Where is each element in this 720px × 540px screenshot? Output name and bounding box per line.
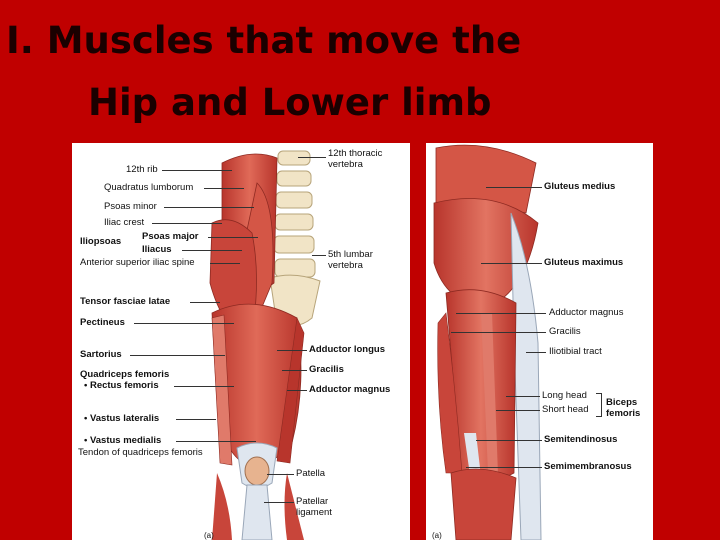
leader-line	[486, 187, 542, 188]
label-psoas-minor: Psoas minor	[104, 201, 157, 212]
leader-line	[287, 390, 307, 391]
leader-line	[298, 157, 326, 158]
leader-line	[451, 332, 546, 333]
leader-line	[134, 323, 234, 324]
label-gracilis: Gracilis	[549, 326, 581, 337]
label-adductor-magnus: Adductor magnus	[309, 384, 391, 395]
leader-line	[176, 419, 216, 420]
leader-line	[264, 502, 294, 503]
anterior-muscle-illustration	[209, 150, 321, 540]
label-5th-lumbar-vertebra-line-2: vertebra	[328, 260, 363, 271]
label-asis: Anterior superior iliac spine	[80, 257, 195, 268]
leader-line	[190, 302, 220, 303]
label-pectineus: Pectineus	[80, 317, 125, 328]
label-patella: Patella	[296, 468, 326, 479]
label-iliotibial-tract: Iliotibial tract	[549, 346, 602, 357]
label-psoas-major: Psoas major	[142, 231, 199, 242]
biceps-femoris-bracket	[596, 393, 602, 417]
leader-line	[208, 237, 258, 238]
slide-title: I. Muscles that move the Hip and Lower l…	[6, 18, 566, 126]
label-quadriceps-tendon: Tendon of quadriceps femoris	[78, 447, 203, 458]
slide-title-line-1: I. Muscles that move the	[6, 19, 522, 62]
label-semitendinosus: Semitendinosus	[544, 434, 618, 445]
back-figure-letter: (a)	[432, 531, 442, 540]
leader-line	[466, 467, 542, 468]
leader-line	[174, 386, 234, 387]
leader-line	[282, 370, 307, 371]
label-long-head: Long head	[542, 390, 587, 401]
leader-line	[162, 170, 232, 171]
lumbar-vertebrae	[273, 150, 316, 278]
label-12th-rib: 12th rib	[126, 164, 158, 175]
leader-line	[204, 188, 244, 189]
label-5th-lumbar-vertebra-line-1: 5th lumbar	[328, 249, 373, 260]
label-iliac-crest: Iliac crest	[104, 217, 145, 228]
label-tensor-fasciae-latae: Tensor fasciae latae	[80, 296, 171, 307]
label-12th-thoracic-vertebra-line-1: 12th thoracic	[328, 148, 383, 159]
label-gracilis: Gracilis	[309, 364, 344, 375]
front-figure-letter: (a)	[204, 531, 214, 540]
label-patellar-ligament-line-2: ligament	[296, 507, 332, 518]
label-iliacus: Iliacus	[142, 244, 172, 255]
leader-line	[164, 207, 254, 208]
label-iliopsoas: Iliopsoas	[80, 236, 122, 247]
label-gluteus-medius: Gluteus medius	[544, 181, 616, 192]
leader-line	[496, 410, 540, 411]
leader-line	[267, 474, 294, 475]
label-patellar-ligament-line-1: Patellar	[296, 496, 329, 507]
leader-line	[182, 250, 242, 251]
leader-line	[481, 263, 542, 264]
label-12th-thoracic-vertebra-line-2: vertebra	[328, 159, 363, 170]
label-biceps-femoris-line-1: Biceps	[606, 397, 638, 408]
slide-title-line-2: Hip and Lower limb	[88, 81, 492, 124]
label-rectus-femoris: • Rectus femoris	[84, 380, 159, 391]
leader-line	[152, 223, 222, 224]
leader-line	[312, 255, 326, 256]
posterior-muscle-illustration	[433, 144, 542, 540]
label-quadratus-lumborum: Quadratus lumborum	[104, 182, 194, 193]
leader-line	[456, 313, 546, 314]
label-quadriceps-femoris: Quadriceps femoris	[80, 369, 170, 380]
label-adductor-magnus: Adductor magnus	[549, 307, 624, 318]
label-vastus-medialis: • Vastus medialis	[84, 435, 162, 446]
label-short-head: Short head	[542, 404, 589, 415]
leader-line	[526, 352, 546, 353]
label-vastus-lateralis: • Vastus lateralis	[84, 413, 160, 424]
leader-line	[176, 441, 256, 442]
label-adductor-longus: Adductor longus	[309, 344, 385, 355]
label-gluteus-maximus: Gluteus maximus	[544, 257, 624, 268]
leader-line	[210, 263, 240, 264]
leader-line	[506, 396, 540, 397]
label-biceps-femoris-line-2: femoris	[606, 408, 641, 419]
leader-line	[130, 355, 225, 356]
label-semimembranosus: Semimembranosus	[544, 461, 632, 472]
leader-line	[277, 350, 307, 351]
posterior-muscles-figure: Gluteus medius Gluteus maximus Adductor …	[426, 143, 653, 540]
label-sartorius: Sartorius	[80, 349, 122, 360]
anterior-muscles-figure: 12th rib Quadratus lumborum Psoas minor …	[72, 143, 410, 540]
leader-line	[476, 440, 542, 441]
